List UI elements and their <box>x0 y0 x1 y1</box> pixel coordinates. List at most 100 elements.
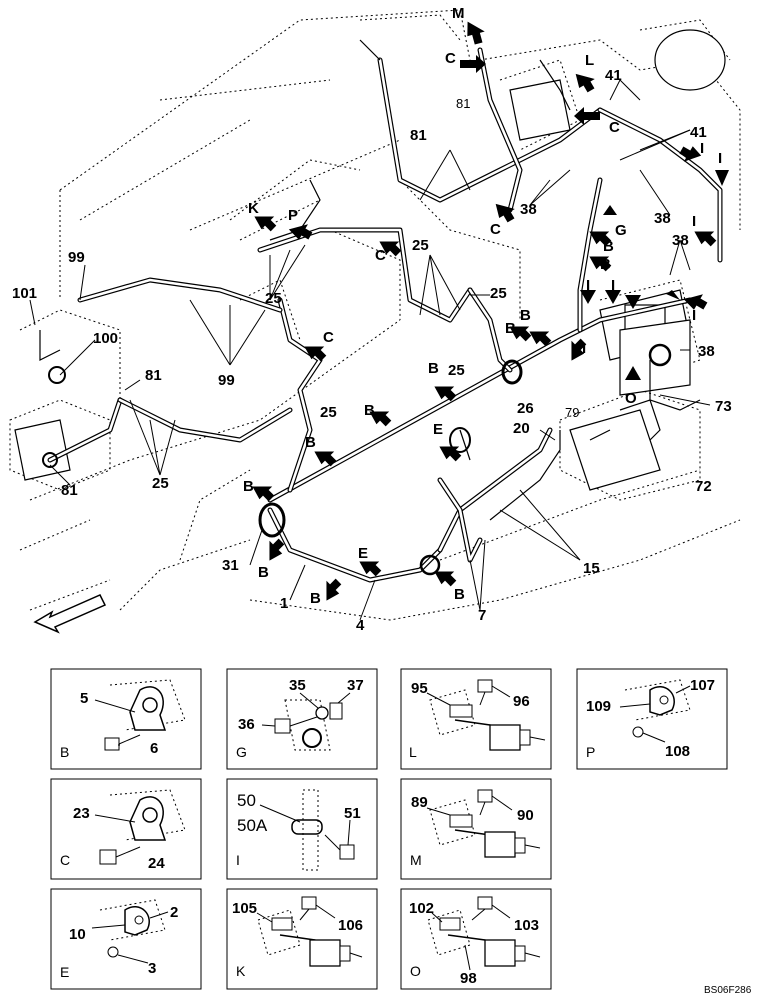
callout: K <box>248 200 259 217</box>
callout: 15 <box>583 560 600 577</box>
callout: 41 <box>605 67 622 84</box>
callout: G <box>615 222 627 239</box>
callout: B <box>520 307 531 324</box>
callout: I <box>582 340 586 357</box>
callout: 81 <box>410 127 427 144</box>
callout: 26 <box>517 400 534 417</box>
part-number: 109 <box>586 698 611 715</box>
components <box>14 29 726 491</box>
callout: B <box>600 256 611 273</box>
part-number: 102 <box>409 900 434 917</box>
callout: 25 <box>490 285 507 302</box>
part-number: 90 <box>517 807 534 824</box>
part-number: 3 <box>148 960 156 977</box>
callout: 25 <box>448 362 465 379</box>
callout: E <box>358 545 368 562</box>
detail-b: 5 6 B <box>50 668 202 770</box>
callout: 41 <box>690 124 707 141</box>
callout: 99 <box>218 372 235 389</box>
callout: 20 <box>513 420 530 437</box>
callout: 38 <box>654 210 671 227</box>
controller-unit <box>619 319 691 396</box>
callout: B <box>428 360 439 377</box>
detail-title: O <box>410 963 421 979</box>
pointer-arrows <box>33 21 729 634</box>
part-number: 103 <box>514 917 539 934</box>
callout: B <box>603 238 614 255</box>
callout: C <box>490 221 501 238</box>
leader-lines <box>29 79 711 621</box>
callout: 101 <box>12 285 37 302</box>
detail-title: K <box>236 963 246 979</box>
detail-i: 50 50A 51 I <box>226 778 378 880</box>
part-number: 24 <box>148 855 165 872</box>
detail-title: M <box>410 852 422 868</box>
part-number: 108 <box>665 743 690 760</box>
callout: 25 <box>265 290 282 307</box>
callout: B <box>243 478 254 495</box>
callout: I <box>718 150 722 167</box>
callout: C <box>323 329 334 346</box>
part-number: 96 <box>513 693 530 710</box>
part-number: 35 <box>289 677 306 694</box>
detail-title: P <box>586 744 595 760</box>
callout: 73 <box>715 398 732 415</box>
detail-m: 89 90 M <box>400 778 552 880</box>
callout: 25 <box>412 237 429 254</box>
callout: C <box>375 247 386 264</box>
callout: 81 <box>456 96 470 111</box>
part-number: 95 <box>411 680 428 697</box>
drawing-code: BS06F286 <box>704 985 752 996</box>
motor-top-right <box>654 29 726 91</box>
callout: 7 <box>478 607 486 624</box>
callout: E <box>433 421 443 438</box>
callout: 79 <box>565 405 579 420</box>
detail-title: B <box>60 744 69 760</box>
part-number: 37 <box>347 677 364 694</box>
callout: 25 <box>320 404 337 421</box>
part-number: 105 <box>232 900 257 917</box>
callout: 99 <box>68 249 85 266</box>
callout: 1 <box>280 595 288 612</box>
callout: B <box>310 590 321 607</box>
detail-title: E <box>60 964 69 980</box>
part-number: 106 <box>338 917 363 934</box>
detail-boxes: 5 6 B 35 37 36 G <box>50 668 728 990</box>
callout: 4 <box>356 617 365 634</box>
callout: I <box>692 213 696 230</box>
callout: I <box>611 277 615 294</box>
callout: I <box>586 277 590 294</box>
machine-frame-outline <box>9 9 741 621</box>
part-number: 107 <box>690 677 715 694</box>
detail-c: 23 24 C <box>50 778 202 880</box>
part-number: 89 <box>411 794 428 811</box>
part-number: 50 <box>237 791 256 810</box>
callout: 72 <box>695 478 712 495</box>
callout: B <box>305 434 316 451</box>
detail-o: 102 103 98 O <box>400 888 552 990</box>
callout: 81 <box>61 482 78 499</box>
part-number: 51 <box>344 805 361 822</box>
detail-title: L <box>409 744 417 760</box>
callout: P <box>288 207 298 224</box>
callout: L <box>585 52 594 69</box>
battery-block <box>569 409 661 491</box>
callout: M <box>452 5 465 22</box>
detail-title: G <box>236 744 247 760</box>
detail-title: I <box>236 852 240 868</box>
detail-g: 35 37 36 G <box>226 668 378 770</box>
thin-wires <box>39 39 701 521</box>
callout: B <box>505 320 516 337</box>
callout: I <box>692 307 696 324</box>
callout: C <box>445 50 456 67</box>
detail-l: 95 96 L <box>400 668 552 770</box>
callout: 31 <box>222 557 239 574</box>
detail-p: 107 109 108 P <box>576 668 728 770</box>
main-harness <box>47 47 723 583</box>
part-number: 98 <box>460 970 477 987</box>
pump-block-top <box>509 79 571 141</box>
callout: 38 <box>698 343 715 360</box>
callout: 100 <box>93 330 118 347</box>
part-number: 50A <box>237 816 268 835</box>
